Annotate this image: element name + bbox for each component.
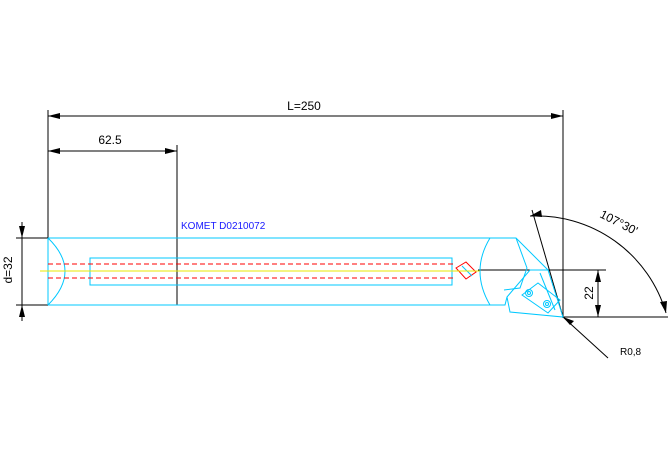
cutting-insert (521, 282, 561, 314)
tool-label: KOMET D0210072 (181, 221, 266, 232)
diameter-dimension (16, 222, 50, 321)
length-label: L=250 (287, 99, 321, 113)
length-dimension (47, 110, 564, 318)
offset-label: 22 (582, 286, 596, 300)
diameter-label: d=32 (1, 256, 15, 283)
radius-leader (562, 316, 609, 359)
tool-head (503, 267, 564, 318)
partial-length-label: 62.5 (98, 133, 122, 147)
angle-dimension (529, 209, 668, 318)
coolant-channels (48, 263, 456, 279)
partial-length-dimension (48, 145, 178, 305)
radius-label: R0,8 (620, 347, 642, 358)
angle-label: 107°30' (598, 207, 640, 238)
